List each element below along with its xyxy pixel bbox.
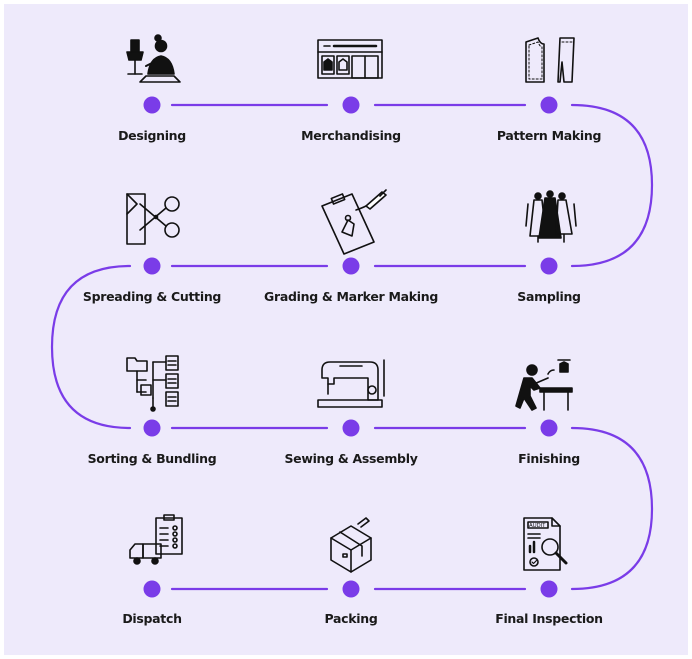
designer-mannequin-icon	[126, 34, 181, 83]
audit-magnifier-icon: AUDIT	[523, 517, 568, 571]
step-label-sampling: Sampling	[517, 289, 581, 304]
step-dot-pattern-making	[540, 96, 558, 114]
flow-connector-path	[50, 103, 654, 591]
dress-mannequins-icon	[525, 190, 577, 243]
step-label-packing: Packing	[324, 611, 378, 626]
delivery-truck-checklist-icon	[129, 514, 183, 565]
step-label-grading-marker: Grading & Marker Making	[264, 289, 438, 304]
step-label-spreading-cutting: Spreading & Cutting	[82, 289, 222, 304]
storefront-icon	[317, 39, 383, 79]
step-dot-sewing	[342, 419, 360, 437]
step-dot-final-inspection	[540, 580, 558, 598]
package-box-icon	[330, 517, 372, 573]
sewing-machine-icon	[317, 359, 385, 408]
worker-ironing-icon	[515, 359, 573, 411]
step-label-sorting-bundling: Sorting & Bundling	[87, 451, 217, 466]
step-label-sewing-assembly: Sewing & Assembly	[284, 451, 418, 466]
step-label-dispatch: Dispatch	[122, 611, 182, 626]
step-dot-dispatch	[143, 580, 161, 598]
scissors-fabric-icon	[126, 193, 180, 245]
step-dot-packing	[342, 580, 360, 598]
step-dot-grading	[342, 257, 360, 275]
step-dot-sorting	[143, 419, 161, 437]
step-dot-spreading	[143, 257, 161, 275]
step-dot-finishing	[540, 419, 558, 437]
step-label-pattern-making: Pattern Making	[496, 128, 602, 143]
step-dot-designing	[143, 96, 161, 114]
folder-tree-icon	[126, 355, 179, 412]
step-label-merchandising: Merchandising	[301, 128, 401, 143]
step-dot-merchandising	[342, 96, 360, 114]
step-label-final-inspection: Final Inspection	[495, 611, 603, 626]
step-label-finishing: Finishing	[518, 451, 580, 466]
sewing-pattern-icon	[525, 37, 575, 83]
step-dot-sampling	[540, 257, 558, 275]
audit-text: AUDIT	[529, 523, 546, 529]
clipboard-drawing-icon	[321, 189, 387, 255]
step-label-designing: Designing	[118, 128, 186, 143]
